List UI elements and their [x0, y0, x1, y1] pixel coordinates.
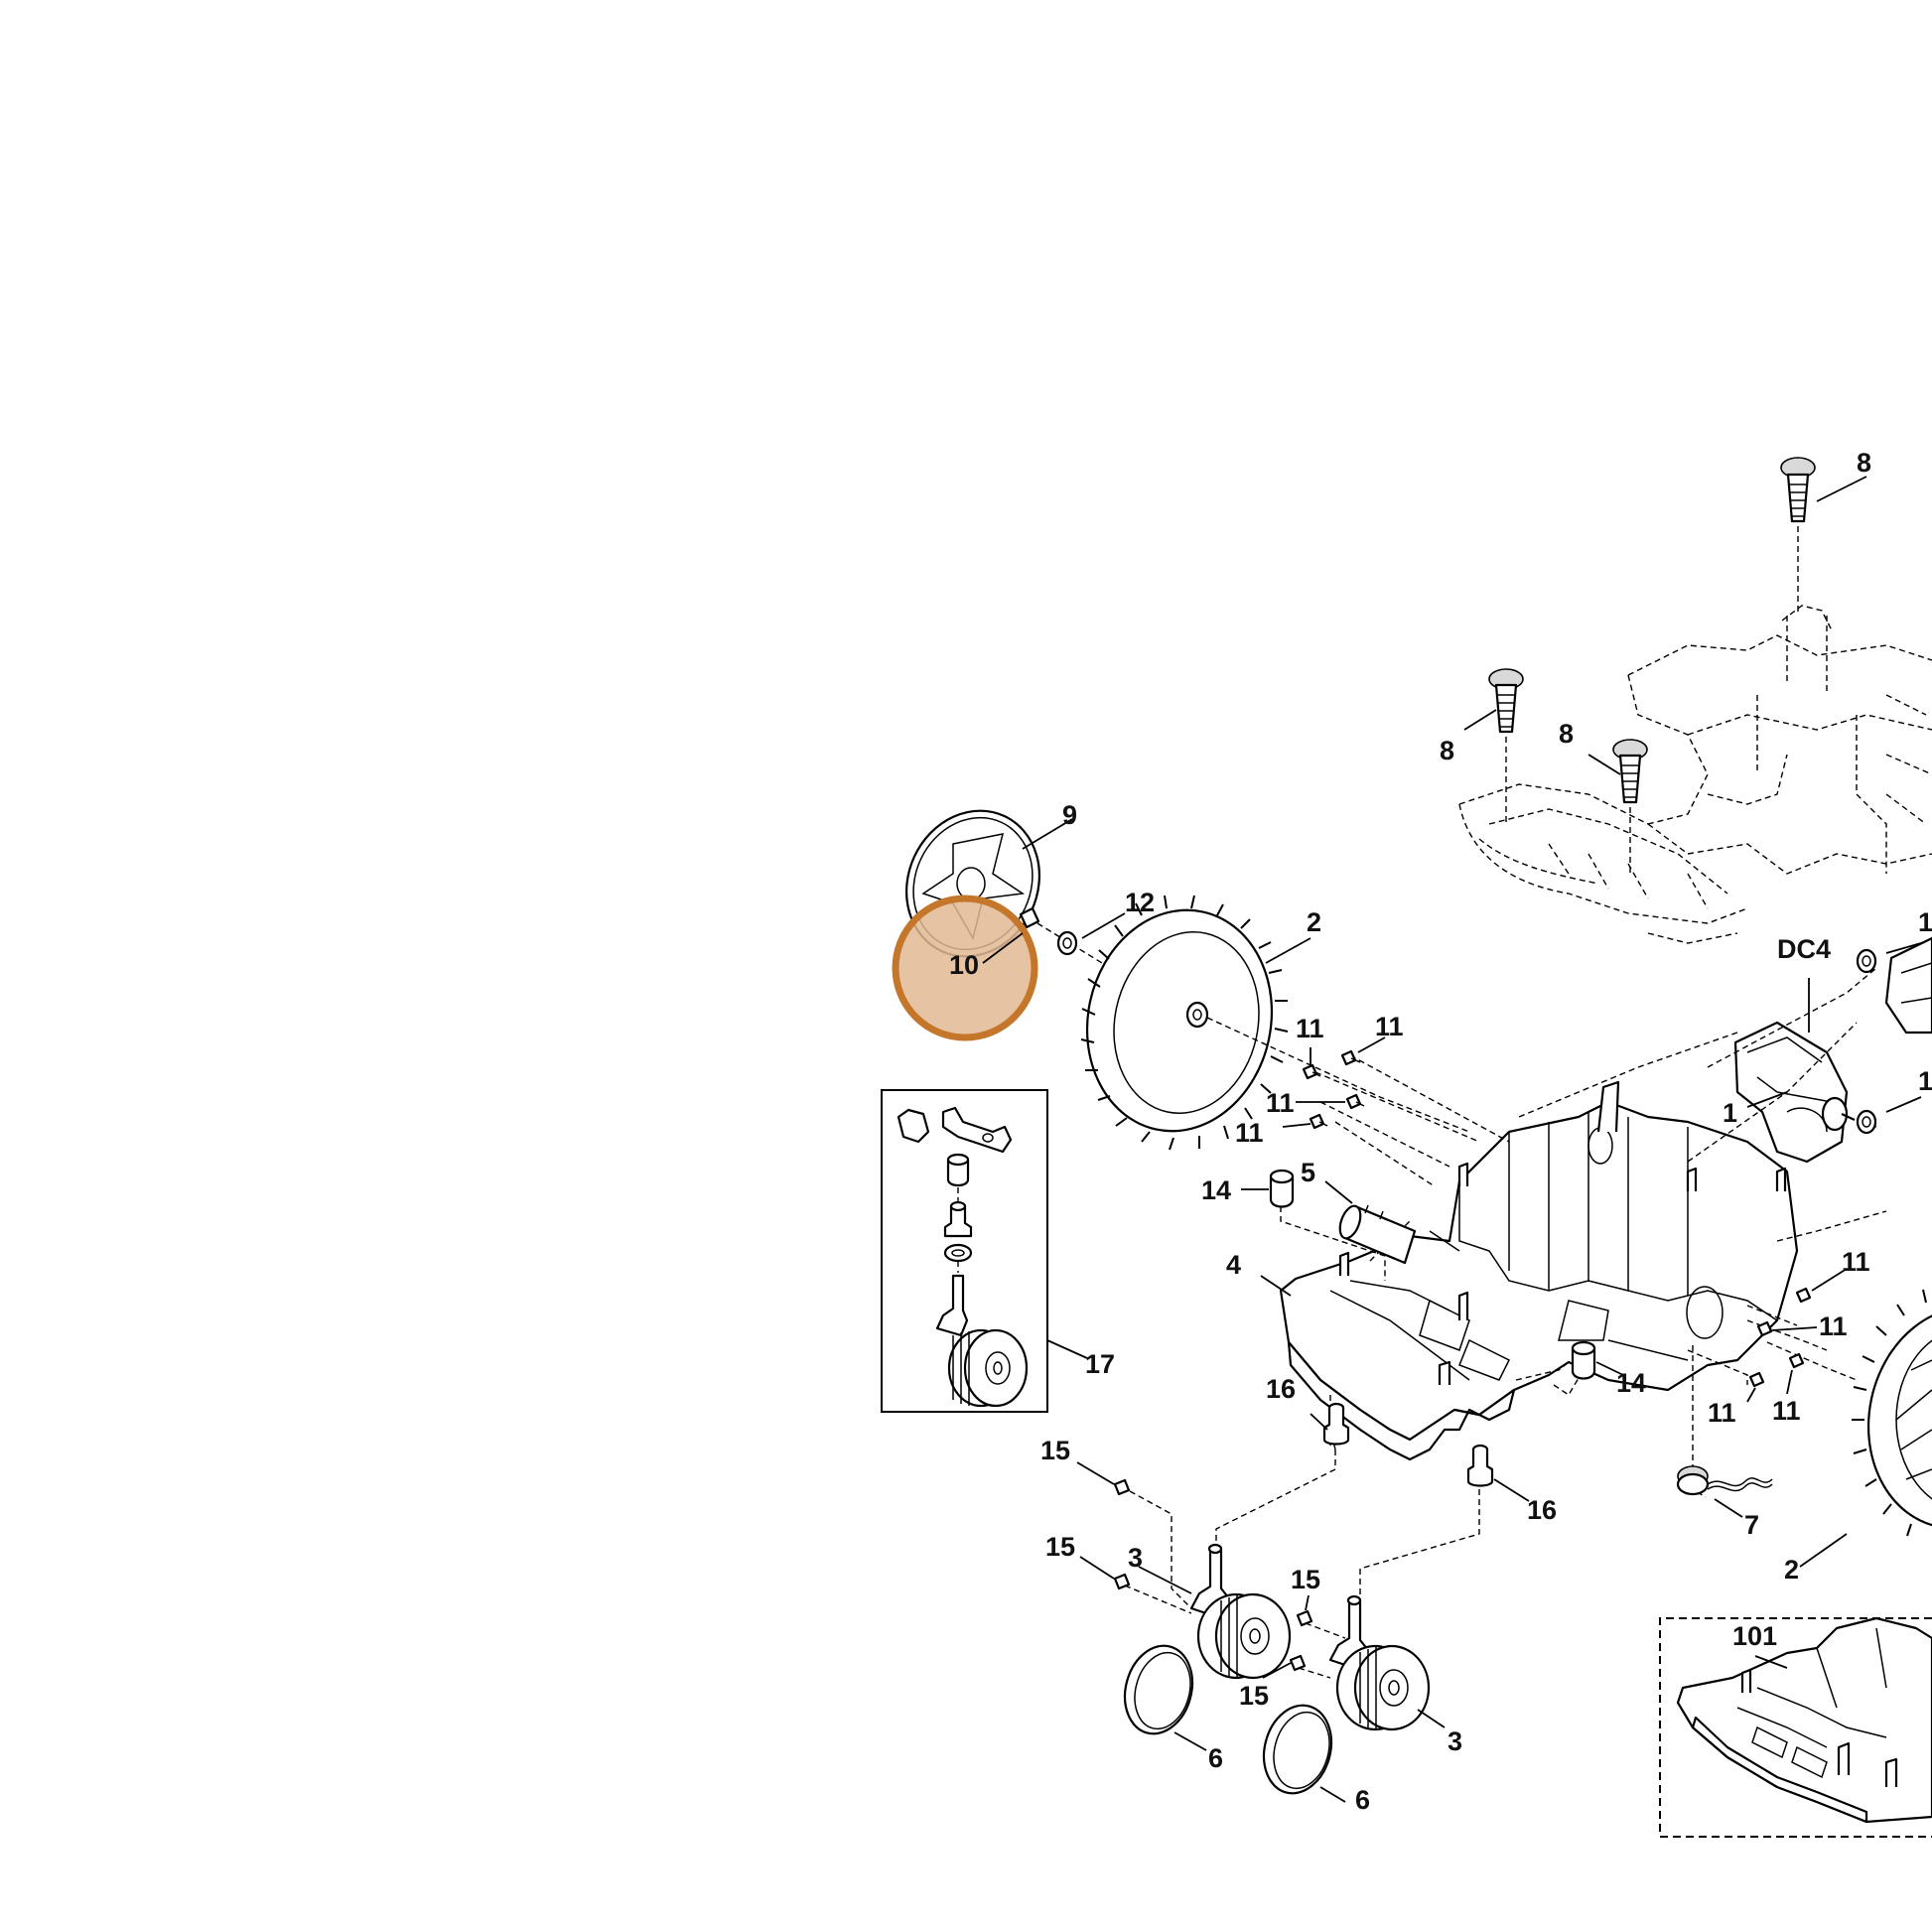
callout-9[interactable]: 9 [1062, 800, 1077, 830]
screws-15 [1113, 1478, 1313, 1672]
callout-1[interactable]: 1 [1723, 1098, 1737, 1128]
callout-11-b[interactable]: 11 [1375, 1012, 1404, 1041]
bush-14-left [1269, 1169, 1295, 1208]
callout-14-right[interactable]: 14 [1616, 1368, 1646, 1398]
pin-16-left [1322, 1402, 1350, 1446]
callout-12[interactable]: 12 [1125, 888, 1155, 917]
callout-8-top[interactable]: 8 [1857, 448, 1871, 478]
screw-8-middle [1612, 739, 1648, 874]
callout-dc4[interactable]: DC4 [1777, 934, 1831, 964]
screws-11 [1302, 1049, 1812, 1388]
battery-5 [1338, 1204, 1417, 1265]
front-wheel-3-right [1328, 1594, 1431, 1731]
callout-11-a[interactable]: 11 [1296, 1014, 1324, 1043]
washer-13-lower [1856, 1109, 1877, 1135]
callout-8-left[interactable]: 8 [1440, 736, 1454, 765]
callout-11-d[interactable]: 11 [1235, 1118, 1264, 1148]
callout-101[interactable]: 101 [1732, 1621, 1777, 1651]
screw-10 [1019, 906, 1103, 964]
callout-8-middle[interactable]: 8 [1559, 719, 1574, 749]
callout-11-e[interactable]: 11 [1842, 1247, 1870, 1277]
callout-10[interactable]: 10 [949, 950, 979, 980]
screw-11-h [1748, 1371, 1765, 1388]
callout-3-left[interactable]: 3 [1128, 1543, 1143, 1573]
callout-16-left[interactable]: 16 [1266, 1374, 1296, 1404]
screw-15-a [1113, 1478, 1131, 1496]
callout-11-c[interactable]: 11 [1266, 1088, 1295, 1118]
callout-13-lower[interactable]: 1 [1918, 1066, 1932, 1096]
tyre-ring-6-right [1262, 1704, 1333, 1795]
pin-16-right [1466, 1444, 1494, 1487]
callout-11-g[interactable]: 11 [1708, 1398, 1736, 1428]
bush-14-right [1571, 1340, 1596, 1380]
callout-3-right[interactable]: 3 [1448, 1726, 1462, 1756]
screw-11-f [1756, 1320, 1773, 1337]
sensor-7 [1676, 1465, 1773, 1496]
part-10-highlight[interactable] [892, 895, 1038, 1041]
screw-11-a [1302, 1063, 1321, 1080]
washer-13-upper [1856, 948, 1877, 974]
drive-wheel-2-left [1080, 895, 1289, 1151]
callout-6-left[interactable]: 6 [1208, 1743, 1223, 1773]
callout-16-right[interactable]: 16 [1527, 1495, 1557, 1525]
callout-14-left[interactable]: 14 [1201, 1175, 1231, 1205]
callout-15-b[interactable]: 15 [1045, 1532, 1075, 1562]
screw-11-d [1309, 1113, 1328, 1130]
screw-15-c [1296, 1609, 1313, 1627]
kit-17-box [881, 1089, 1048, 1413]
drive-motor-1 [1733, 1021, 1877, 1164]
screw-8-top [1780, 457, 1816, 616]
callout-11-f[interactable]: 11 [1819, 1311, 1848, 1341]
callout-15-c[interactable]: 15 [1291, 1565, 1320, 1594]
screw-11-c [1345, 1093, 1365, 1110]
callout-2-right[interactable]: 2 [1784, 1555, 1799, 1585]
screw-8-left [1488, 668, 1524, 824]
front-wheel-3-left [1189, 1543, 1292, 1680]
callout-5[interactable]: 5 [1301, 1158, 1315, 1187]
washer-12 [1056, 930, 1078, 956]
callout-15-d[interactable]: 15 [1239, 1681, 1269, 1711]
callout-labels: 9 10 12 2 8 8 8 DC4 1 1 1 11 11 11 11 14… [949, 448, 1932, 1815]
variant-101-box [1659, 1616, 1932, 1838]
drive-wheel-2-right [1852, 1289, 1932, 1537]
callout-17[interactable]: 17 [1085, 1349, 1115, 1379]
drive-motor-right-partial [1884, 936, 1932, 1035]
screw-15-d [1289, 1654, 1307, 1672]
callout-7[interactable]: 7 [1744, 1510, 1759, 1540]
screw-11-g [1788, 1352, 1805, 1369]
upper-chassis-housing [1458, 605, 1932, 944]
callout-2-left[interactable]: 2 [1307, 907, 1321, 937]
callout-11-h[interactable]: 11 [1772, 1396, 1801, 1426]
screw-11-b [1340, 1049, 1361, 1066]
callout-15-a[interactable]: 15 [1040, 1436, 1070, 1465]
screw-11-e [1795, 1287, 1812, 1304]
callout-13-upper[interactable]: 1 [1918, 907, 1932, 937]
chassis-4 [1279, 1080, 1799, 1461]
leader-lines [982, 476, 1922, 1803]
callout-4[interactable]: 4 [1226, 1250, 1241, 1280]
tyre-ring-6-left [1123, 1644, 1194, 1735]
callout-6-right[interactable]: 6 [1355, 1785, 1370, 1815]
screw-15-b [1113, 1573, 1131, 1590]
